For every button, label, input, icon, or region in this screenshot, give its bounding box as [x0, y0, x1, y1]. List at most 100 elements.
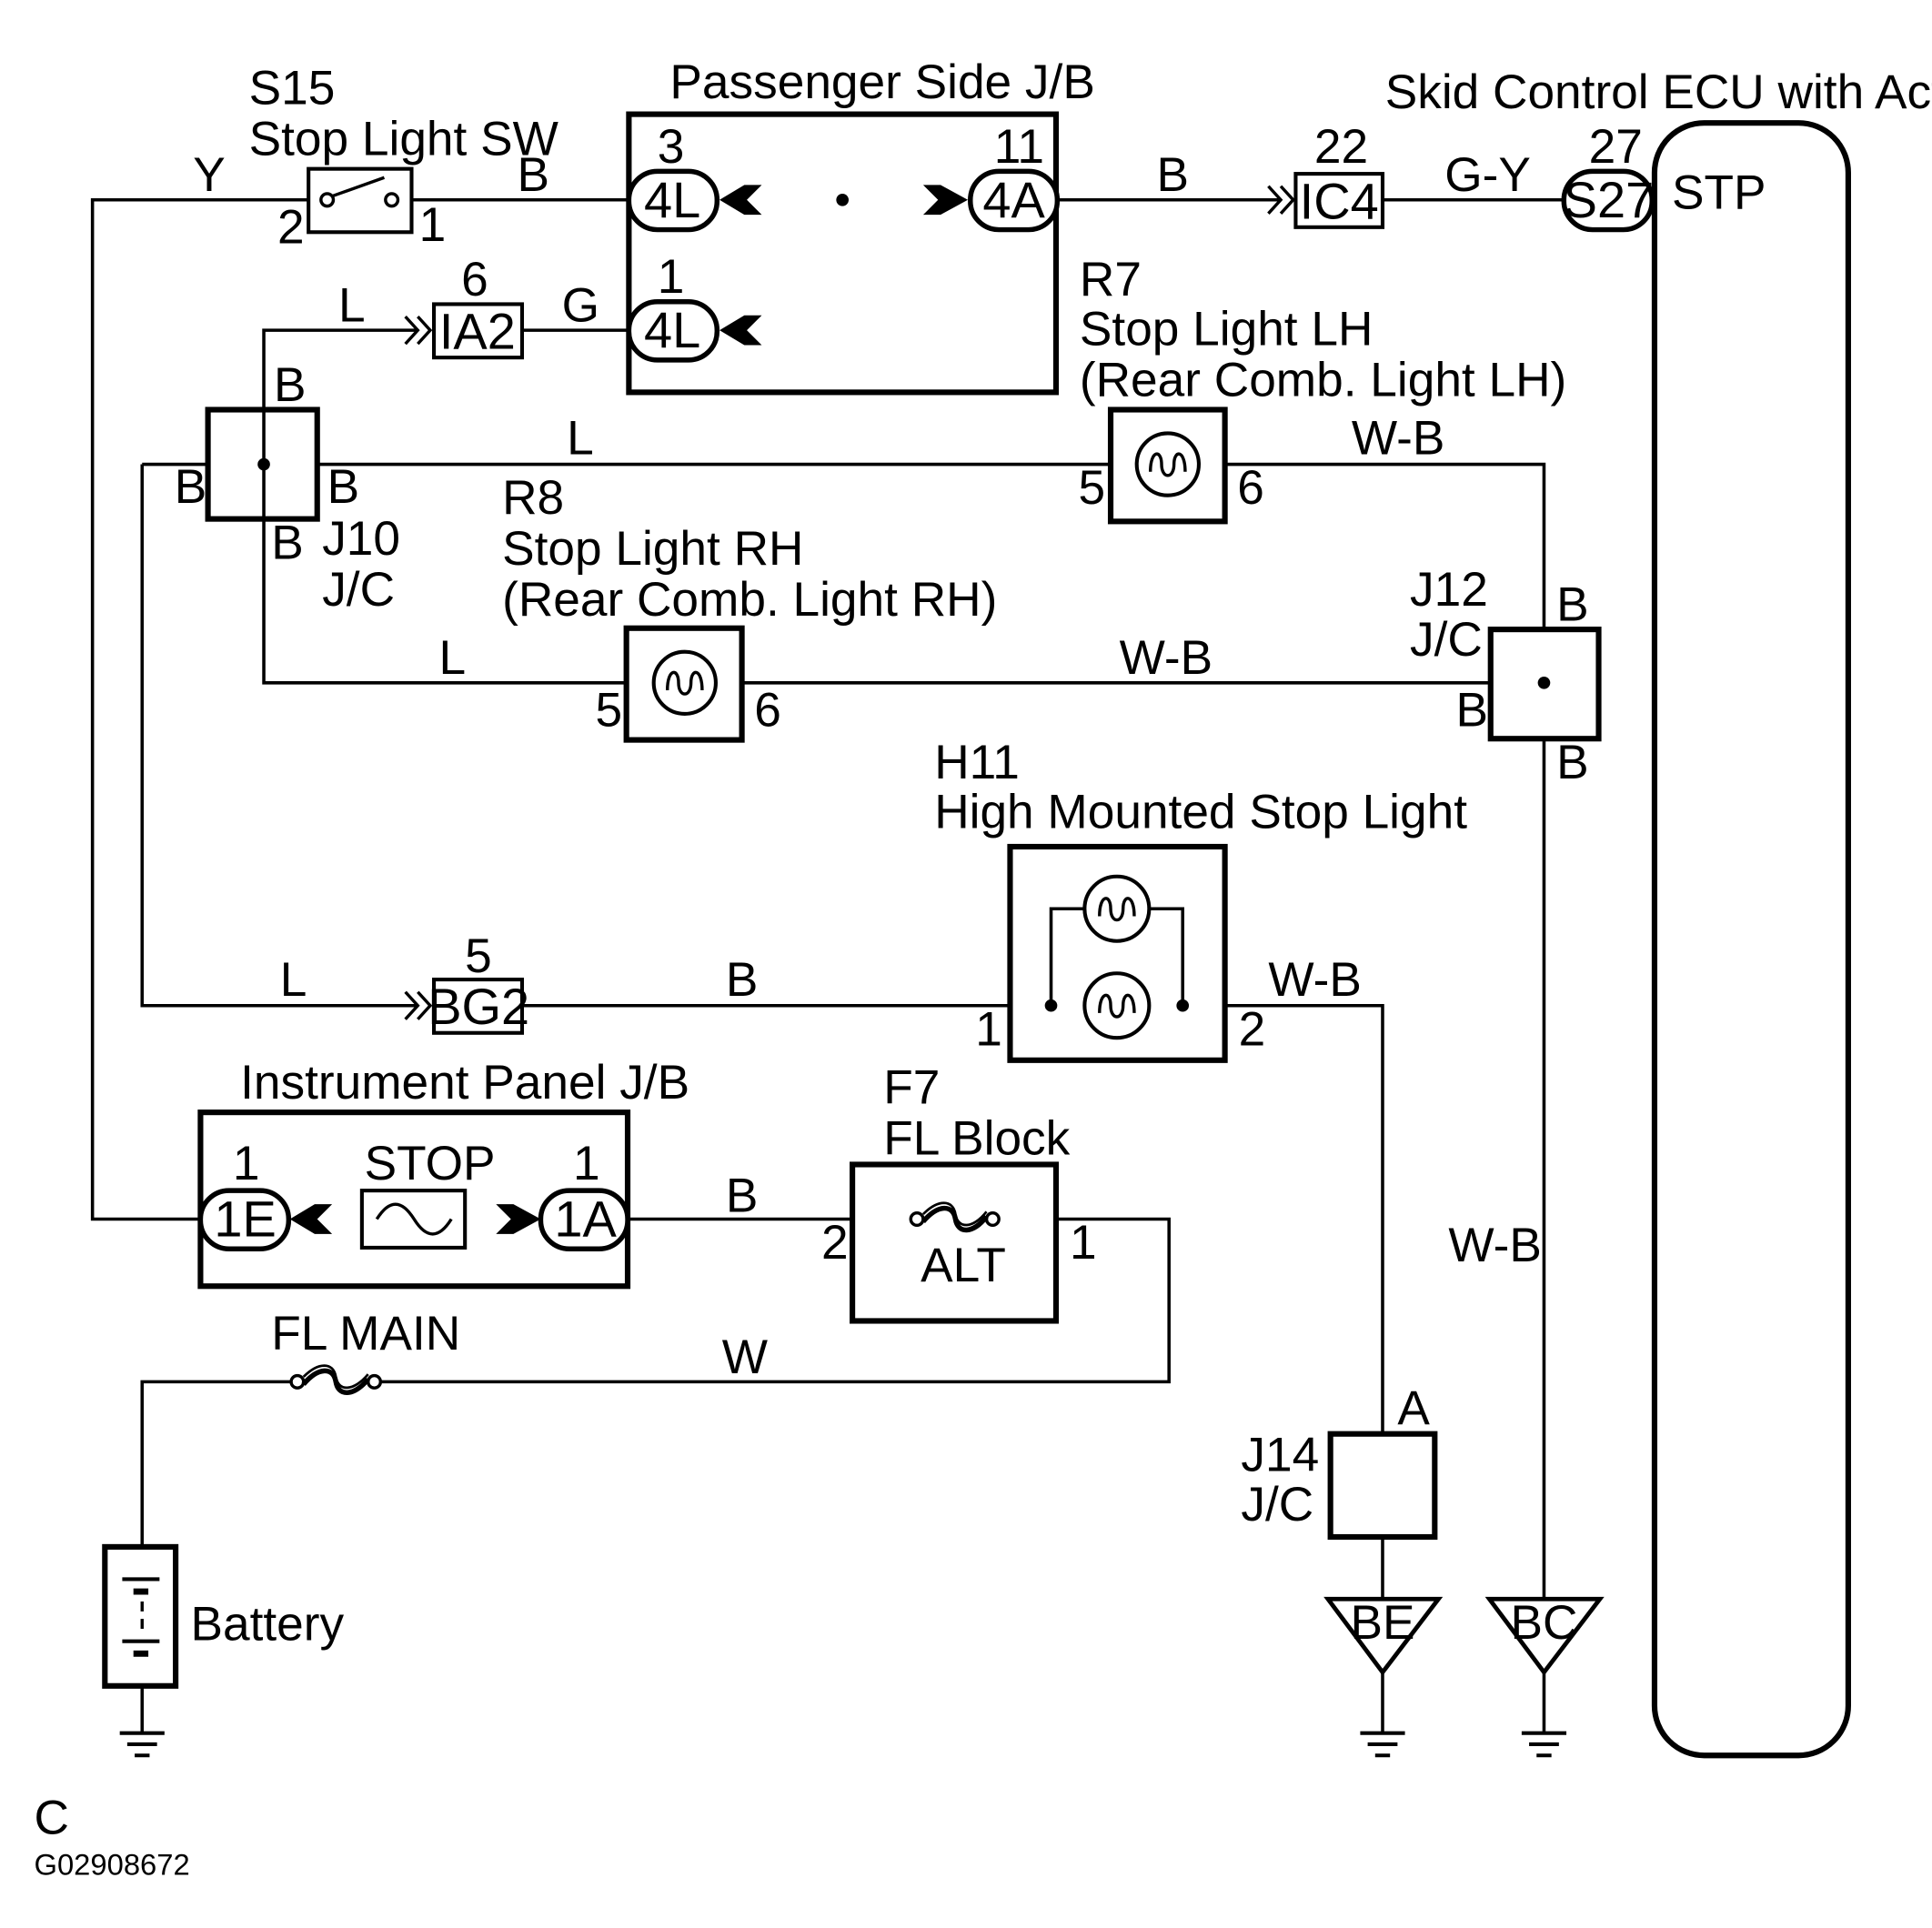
f7-pin-right: 1	[1070, 1216, 1097, 1270]
ground-point-bc: BC	[1484, 1596, 1605, 1758]
s15-pin-left: 2	[277, 201, 305, 255]
fl-main-fusible-link: FL MAIN	[271, 1307, 460, 1396]
ip-jb-fuse-label: STOP	[365, 1137, 496, 1190]
ip-jb-name: Instrument Panel J/B	[240, 1056, 689, 1110]
bulb-filament-icon	[1098, 993, 1136, 1019]
junction-dot-icon	[257, 457, 270, 471]
r8-pin-right: 6	[754, 684, 781, 738]
ground-battery-icon	[119, 1731, 165, 1758]
h11-wire-right	[1149, 907, 1184, 1006]
h11-pin-left: 1	[975, 1002, 1002, 1056]
fl-main-name: FL MAIN	[271, 1307, 460, 1361]
wire-y	[90, 198, 309, 1221]
high-mounted-stop-light: H11 High Mounted Stop Light 1 2	[934, 736, 1467, 1063]
junction-connector-j10: B B B B J10 J/C	[175, 358, 400, 617]
passenger-side-junction-block: Passenger Side J/B 3 4L 11 4A 1 4L	[626, 55, 1095, 396]
j10-code: J10	[322, 512, 400, 566]
connector-arrow-right-icon	[496, 1204, 541, 1234]
j10-bottom-label: B	[271, 516, 304, 569]
ic4-label: IC4	[1300, 172, 1379, 229]
f7-name: FL Block	[883, 1112, 1070, 1166]
fl-block: F7 FL Block ALT 2 1	[821, 1061, 1097, 1324]
fusible-link-icon	[301, 1368, 370, 1396]
connector-bg2: 5 BG2	[404, 929, 529, 1035]
connector-4l-bottom	[626, 298, 720, 363]
wire-label-w: W	[722, 1331, 769, 1384]
wire-label-b: B	[1157, 148, 1190, 202]
s15-pin-right: 1	[419, 198, 447, 252]
battery: Battery	[102, 1543, 344, 1689]
ic4-pin: 22	[1314, 120, 1368, 174]
ground-be-label: BE	[1350, 1596, 1414, 1650]
stop-light-switch: S15 Stop Light SW 2 1	[249, 62, 559, 255]
h11-wire-left	[1049, 907, 1085, 1006]
bg2-label: BG2	[428, 978, 529, 1035]
stop-light-lh: R7 Stop Light LH (Rear Comb. Light LH) 5…	[1079, 253, 1566, 525]
connector-4l-top-label: 4L	[644, 171, 700, 228]
wire-wb-r7	[1224, 462, 1546, 1600]
battery-label: Battery	[190, 1597, 344, 1651]
ground-point-icon	[1484, 1596, 1605, 1676]
junction-connector-j14: A J14 J/C	[1241, 1381, 1438, 1541]
fusible-link-terminal-icon	[909, 1210, 925, 1228]
instrument-panel-junction-block: Instrument Panel J/B 1 1E STOP 1 1A	[197, 1056, 689, 1290]
wire-battery	[140, 1380, 297, 1547]
connector-ic4: 22 IC4	[1267, 120, 1385, 229]
battery-box	[102, 1543, 179, 1689]
wire-label-l: L	[338, 279, 366, 333]
ecu-terminal-stp: STP	[1672, 166, 1766, 219]
f7-code: F7	[883, 1061, 940, 1115]
j14-code: J14	[1241, 1429, 1319, 1482]
r7-pin-left: 5	[1079, 461, 1106, 515]
bulb-icon	[1082, 971, 1152, 1040]
r8-pin-left: 5	[596, 684, 623, 738]
h11-name: High Mounted Stop Light	[934, 786, 1467, 839]
fusible-link-terminal-icon	[984, 1210, 1001, 1228]
ground-point-be: BE	[1323, 1596, 1444, 1758]
connector-arrow-right-icon	[922, 185, 969, 216]
bulb-filament-icon	[1098, 897, 1136, 922]
fusible-link-icon	[921, 1201, 988, 1227]
passenger-jb-pin-11: 11	[994, 120, 1044, 174]
j12-top-label: B	[1556, 578, 1588, 632]
j12-left-label: B	[1456, 684, 1489, 738]
skid-control-ecu: Skid Control ECU with Actuator 27 S27 ST…	[1385, 65, 1932, 1759]
wire-w-main	[380, 1217, 1171, 1384]
bg2-box	[432, 978, 525, 1035]
fuse-icon	[375, 1202, 453, 1236]
r7-name: Stop Light LH	[1080, 302, 1373, 356]
wire-l-bg2	[140, 464, 417, 1008]
connector-4l-top	[626, 168, 720, 233]
r8-sub: (Rear Comb. Light RH)	[502, 573, 997, 627]
r8-name: Stop Light RH	[502, 522, 803, 576]
fusible-link-icon	[302, 1364, 369, 1390]
figure-id: G02908672	[34, 1847, 189, 1881]
ground-bc-label: BC	[1510, 1596, 1577, 1650]
inline-connector-icon	[404, 990, 433, 1020]
j10-left-label: B	[175, 460, 207, 514]
wire-label-b: B	[726, 953, 759, 1007]
h11-code: H11	[934, 736, 1020, 789]
ia2-box	[432, 302, 525, 360]
wire-label-w-b: W-B	[1268, 953, 1362, 1007]
inline-connector-icon	[404, 315, 433, 346]
junction-dot-icon	[836, 193, 849, 206]
fusible-link-terminal-icon	[289, 1373, 306, 1390]
j14-box	[1327, 1431, 1438, 1541]
j12-type: J/C	[1410, 613, 1483, 667]
f7-pin-left: 2	[821, 1216, 849, 1270]
connector-1e	[197, 1188, 292, 1252]
connector-s27	[1561, 168, 1655, 233]
passenger-jb-pin-1: 1	[658, 250, 685, 304]
ecu-name: Skid Control ECU with Actuator	[1385, 65, 1932, 119]
wire-label-l: L	[567, 412, 594, 466]
connector-arrow-left-icon	[719, 185, 762, 216]
wire-label-l: L	[280, 953, 307, 1007]
j12-code: J12	[1410, 563, 1488, 617]
wire-label-y: Y	[193, 148, 226, 202]
s15-contact-right-icon	[384, 192, 400, 208]
ecu-body	[1651, 120, 1851, 1759]
connector-ia2: 6 IA2	[404, 253, 525, 360]
connector-arrow-left-icon	[719, 315, 762, 346]
ground-point-icon	[1323, 1596, 1444, 1676]
